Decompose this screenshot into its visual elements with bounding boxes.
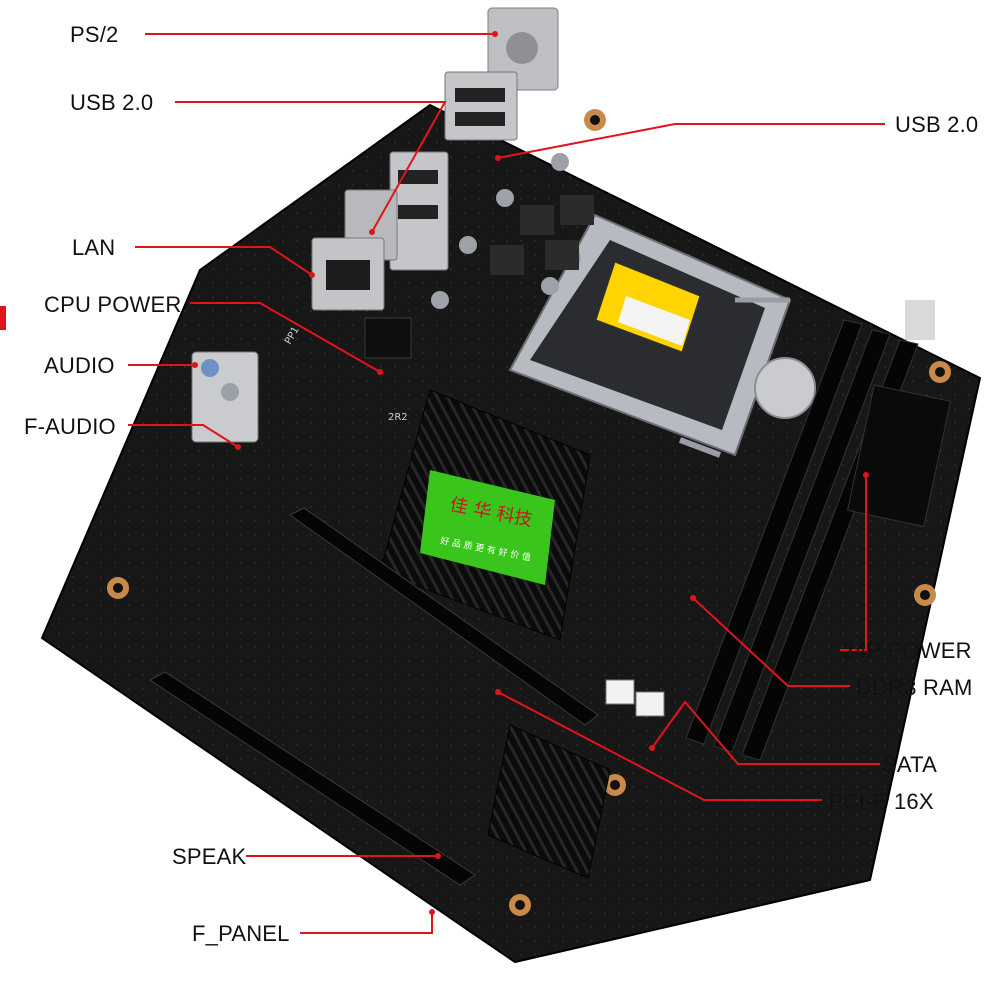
leader-sata xyxy=(651,700,880,765)
leader-ddr3 xyxy=(692,597,850,687)
label-ddr3-ram: DDR3 RAM xyxy=(856,675,973,700)
label-f-audio: F-AUDIO xyxy=(24,414,116,439)
heatsink-badge xyxy=(420,470,555,585)
label-sata: SATA xyxy=(882,752,937,777)
pcie-x16-slot xyxy=(149,507,599,886)
atx-24p-connector xyxy=(846,384,952,528)
leader-lan xyxy=(135,246,313,276)
leader-endpoints xyxy=(192,31,869,915)
cpu-power-connector xyxy=(364,317,412,359)
left-edge-marker xyxy=(0,306,6,330)
label-usb-right: USB 2.0 xyxy=(895,112,979,137)
label-lan: LAN xyxy=(72,235,116,260)
sata-ports xyxy=(605,679,665,717)
label-speak: SPEAK xyxy=(172,844,247,869)
southbridge-heatsink xyxy=(487,724,611,879)
label-usb-left: USB 2.0 xyxy=(70,90,154,115)
label-ps2: PS/2 xyxy=(70,22,119,47)
leader-f-audio xyxy=(128,424,239,448)
rear-io-ports xyxy=(191,7,559,443)
label-pci-e-16x: PCI-E 16X xyxy=(828,789,934,814)
board-print-2r2: 2R2 xyxy=(388,412,408,423)
leader-pcie xyxy=(497,691,822,801)
leader-usb-left xyxy=(175,101,447,233)
cmos-battery xyxy=(754,357,816,419)
leader-24p-power xyxy=(840,475,867,651)
vrm-components xyxy=(431,153,594,309)
leader-cpu-power xyxy=(190,302,381,373)
mounting-holes xyxy=(107,109,951,916)
leader-usb-right xyxy=(497,123,885,159)
label-cpu-power: CPU POWER xyxy=(44,292,182,317)
label-24p-power: 24P POWER xyxy=(842,638,972,663)
leader-lines xyxy=(128,33,885,934)
leader-f-panel xyxy=(300,912,433,934)
label-f-panel: F_PANEL xyxy=(192,921,290,946)
cpu-socket xyxy=(508,213,792,458)
label-audio: AUDIO xyxy=(44,353,115,378)
